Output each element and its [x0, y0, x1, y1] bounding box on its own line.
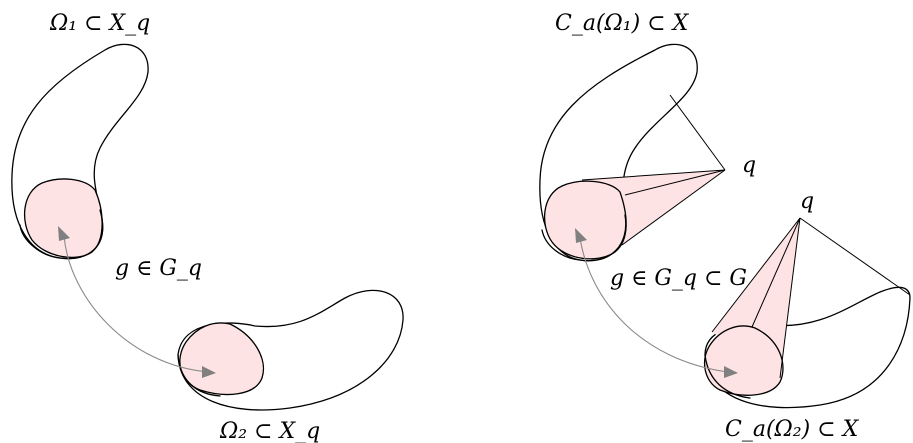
omega2-shaded-subregion — [179, 322, 264, 396]
right-arrowhead-start — [575, 228, 587, 243]
left-arrowhead-start — [58, 226, 70, 241]
omega2-region — [177, 289, 404, 411]
apex-top-label: q — [742, 153, 756, 178]
cone1-shaded-base — [543, 180, 627, 260]
left-figure: Ω₁ ⊂ X_q g ∈ G_q Ω₂ ⊂ X_q — [11, 11, 404, 443]
cone2-label: C_a(Ω₂) ⊂ X — [725, 417, 860, 442]
omega2-boundary-overlay — [177, 354, 221, 397]
left-map-label: g ∈ G_q — [115, 256, 202, 281]
right-map-label: g ∈ G_q ⊂ G — [610, 266, 747, 291]
cone2-line-mid — [751, 217, 801, 328]
cone2-line-left — [711, 217, 801, 333]
omega1-shaded-subregion — [23, 178, 103, 258]
cone2-boundary-overlay — [704, 354, 751, 399]
right-figure: C_a(Ω₁) ⊂ X q q g ∈ G_q ⊂ G C_a(Ω₂) ⊂ X — [539, 11, 911, 442]
apex-bottom-label: q — [800, 189, 814, 214]
omega2-label: Ω₂ ⊂ X_q — [219, 419, 320, 443]
right-arrowhead-end — [724, 366, 738, 378]
right-map-arrow — [579, 237, 729, 373]
omega1-boundary-overlay — [19, 209, 104, 260]
cone1-line-top — [581, 169, 726, 181]
cone1-label: C_a(Ω₁) ⊂ X — [555, 11, 690, 36]
left-map-arrow — [63, 235, 209, 373]
cone1-line-bottom — [621, 169, 726, 246]
cone1-line-mid — [624, 169, 726, 196]
cone1-ridge-line — [669, 94, 726, 171]
left-arrowhead-end — [202, 366, 216, 378]
cone2-line-inner — [779, 217, 801, 379]
cone1-boundary-overlay — [541, 214, 627, 262]
cone2-line-right — [799, 217, 911, 296]
omega1-label: Ω₁ ⊂ X_q — [49, 11, 150, 36]
